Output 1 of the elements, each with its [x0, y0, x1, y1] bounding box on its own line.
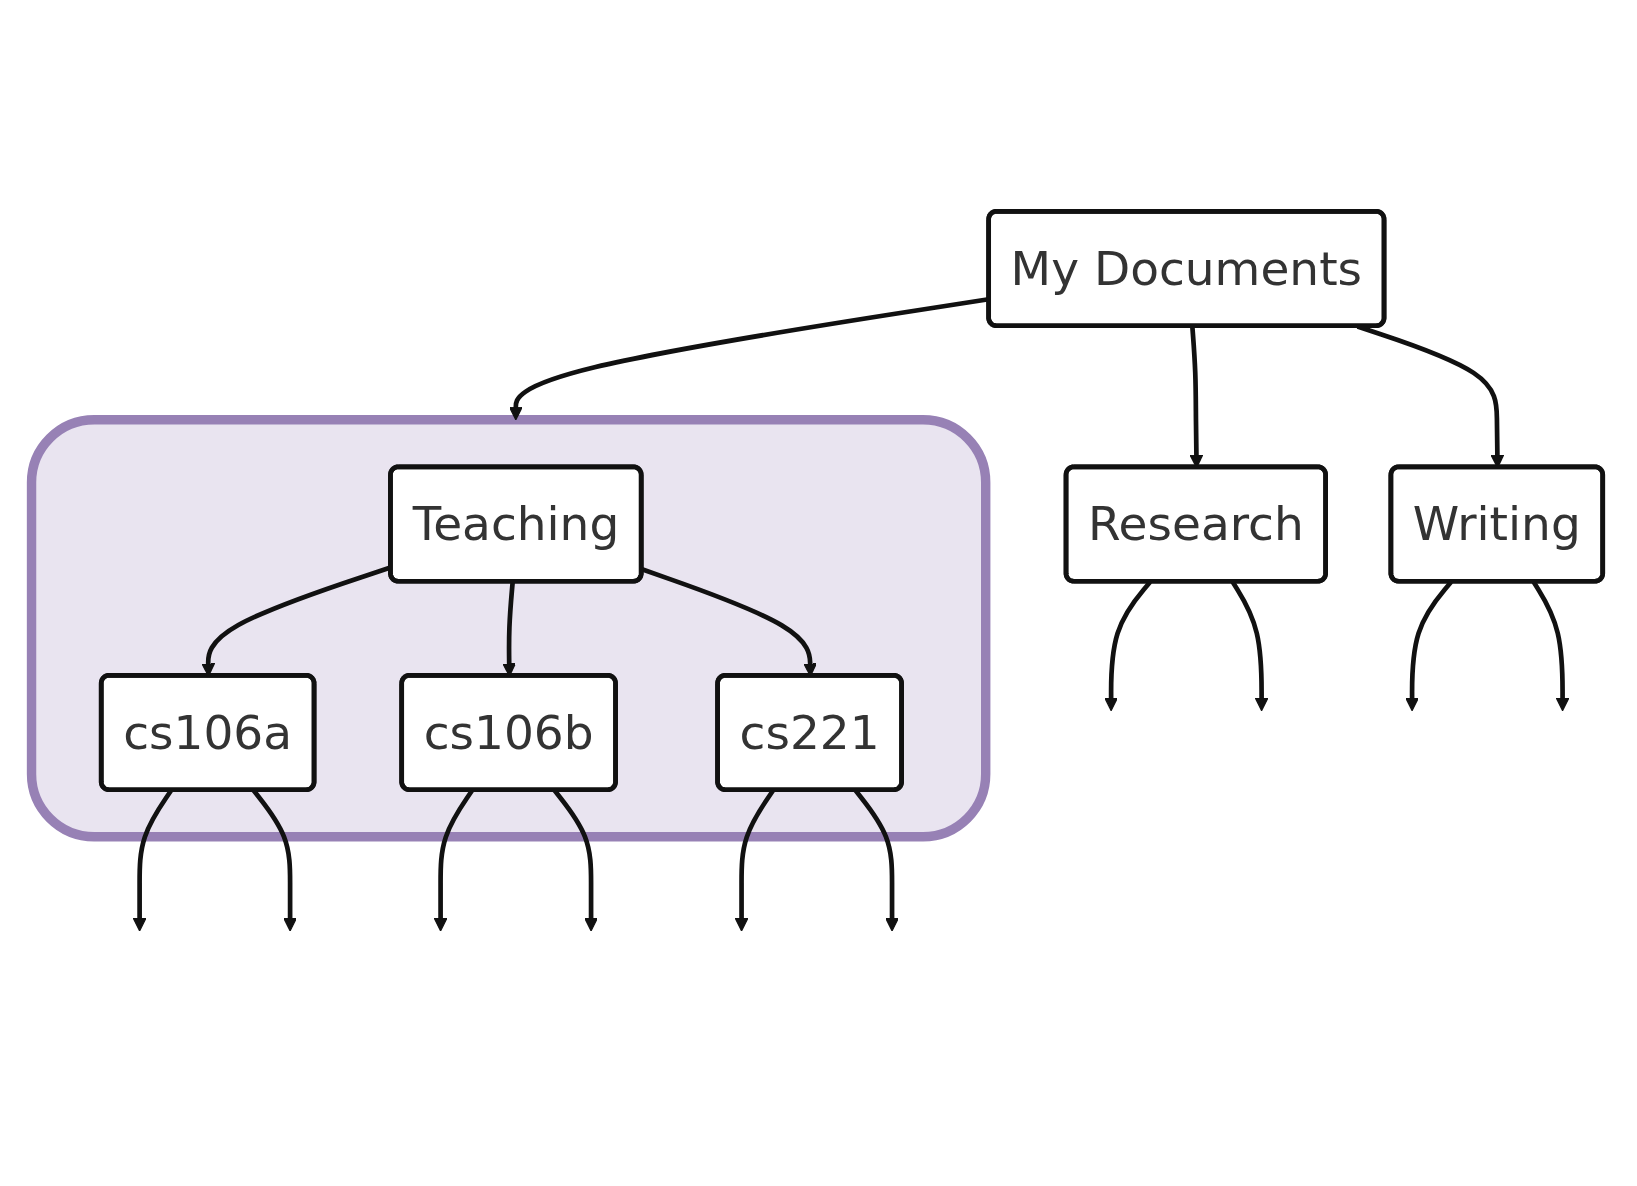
cluster [26, 415, 990, 842]
